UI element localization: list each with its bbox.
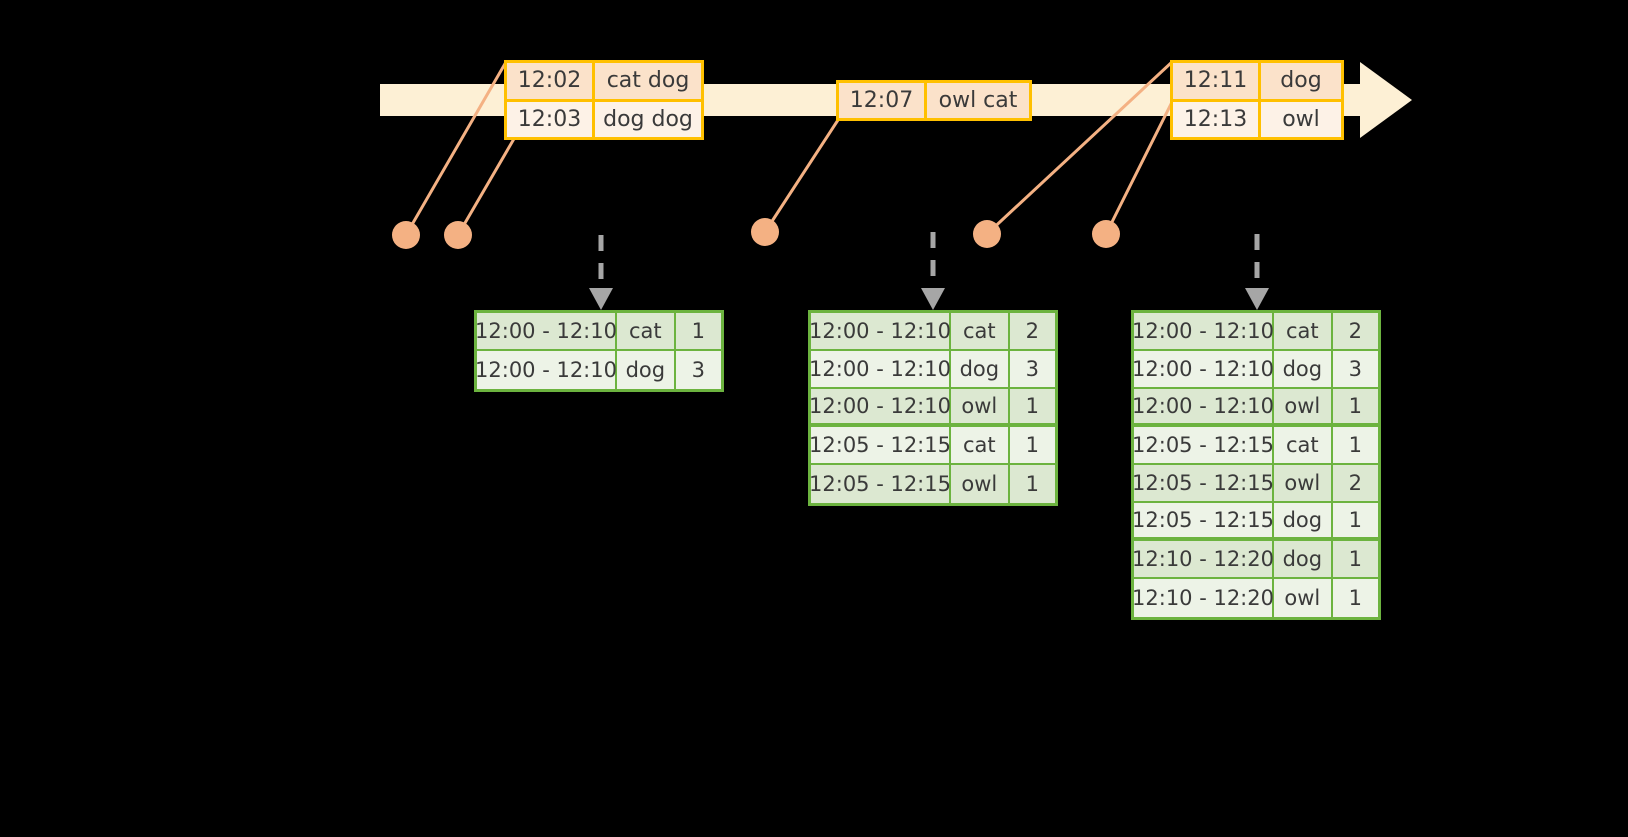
event-time: 12:07	[839, 83, 927, 118]
cell-word: dog	[1274, 503, 1333, 541]
event-row: 12:03 dog dog	[507, 98, 701, 137]
cell-count: 1	[1009, 389, 1055, 427]
event-box-3[interactable]: 12:11 dog 12:13 owl	[1170, 60, 1344, 140]
cell-word: cat	[617, 313, 676, 351]
cell-count: 2	[1009, 313, 1055, 351]
event-words: cat dog	[595, 63, 701, 99]
event-dot-4	[973, 220, 1001, 248]
cell-window: 12:05 - 12:15	[1132, 503, 1274, 541]
cell-word: cat	[1274, 313, 1333, 351]
cell-word: owl	[951, 389, 1010, 427]
connector-line-4	[985, 60, 1174, 236]
cell-window: 12:10 - 12:20	[1132, 541, 1274, 579]
cell-word: cat	[1274, 427, 1333, 465]
cell-window: 12:00 - 12:10	[809, 351, 951, 389]
cell-window: 12:00 - 12:10	[475, 351, 617, 389]
cell-count: 1	[1332, 389, 1378, 427]
event-row: 12:13 owl	[1173, 98, 1341, 137]
cell-word: dog	[1274, 541, 1333, 579]
event-box-1[interactable]: 12:02 cat dog 12:03 dog dog	[504, 60, 704, 140]
cell-word: dog	[1274, 351, 1333, 389]
event-time: 12:03	[507, 101, 595, 137]
cell-count: 1	[1009, 427, 1055, 465]
cell-count: 3	[675, 351, 721, 389]
cell-count: 1	[1332, 427, 1378, 465]
dashed-arrow-3	[1245, 234, 1269, 310]
cell-word: cat	[951, 427, 1010, 465]
cell-window: 12:00 - 12:10	[1132, 313, 1274, 351]
dashed-arrow-2	[921, 232, 945, 310]
connector-line-3	[763, 118, 840, 234]
event-time: 12:11	[1173, 63, 1261, 99]
event-words: dog dog	[595, 101, 701, 137]
cell-count: 3	[1332, 351, 1378, 389]
connector-lines	[404, 60, 1177, 237]
cell-word: dog	[617, 351, 676, 389]
cell-window: 12:00 - 12:10	[1132, 389, 1274, 427]
event-dot-5	[1092, 220, 1120, 248]
cell-window: 12:10 - 12:20	[1132, 579, 1274, 617]
cell-count: 1	[1332, 579, 1378, 617]
event-words: owl	[1261, 101, 1341, 137]
cell-count: 2	[1332, 465, 1378, 503]
cell-window: 12:00 - 12:10	[475, 313, 617, 351]
dashed-arrows	[589, 232, 1269, 310]
connector-line-5	[1104, 94, 1177, 236]
cell-word: owl	[1274, 465, 1333, 503]
cell-window: 12:00 - 12:10	[809, 389, 951, 427]
event-dot-1	[392, 221, 420, 249]
event-words: owl cat	[927, 83, 1029, 118]
cell-count: 1	[1332, 503, 1378, 541]
event-dot-3	[751, 218, 779, 246]
cell-window: 12:05 - 12:15	[1132, 427, 1274, 465]
cell-word: owl	[1274, 579, 1333, 617]
event-dot-2	[444, 221, 472, 249]
cell-count: 1	[1332, 541, 1378, 579]
cell-window: 12:00 - 12:10	[809, 313, 951, 351]
cell-word: owl	[951, 465, 1010, 503]
cell-count: 3	[1009, 351, 1055, 389]
cell-window: 12:05 - 12:15	[1132, 465, 1274, 503]
cell-count: 1	[675, 313, 721, 351]
event-dots	[392, 218, 1120, 249]
event-words: dog	[1261, 63, 1341, 99]
event-time: 12:02	[507, 63, 595, 99]
event-row: 12:02 cat dog	[507, 63, 701, 99]
event-time: 12:13	[1173, 101, 1261, 137]
connector-line-2	[456, 123, 524, 237]
event-row: 12:11 dog	[1173, 63, 1341, 99]
event-row: 12:07 owl cat	[839, 83, 1029, 118]
event-box-2[interactable]: 12:07 owl cat	[836, 80, 1032, 121]
cell-window: 12:00 - 12:10	[1132, 351, 1274, 389]
cell-word: dog	[951, 351, 1010, 389]
cell-window: 12:05 - 12:15	[809, 427, 951, 465]
cell-count: 1	[1009, 465, 1055, 503]
cell-window: 12:05 - 12:15	[809, 465, 951, 503]
cell-count: 2	[1332, 313, 1378, 351]
dashed-arrow-1	[589, 235, 613, 310]
connector-line-1	[404, 60, 508, 237]
cell-word: owl	[1274, 389, 1333, 427]
cell-word: cat	[951, 313, 1010, 351]
